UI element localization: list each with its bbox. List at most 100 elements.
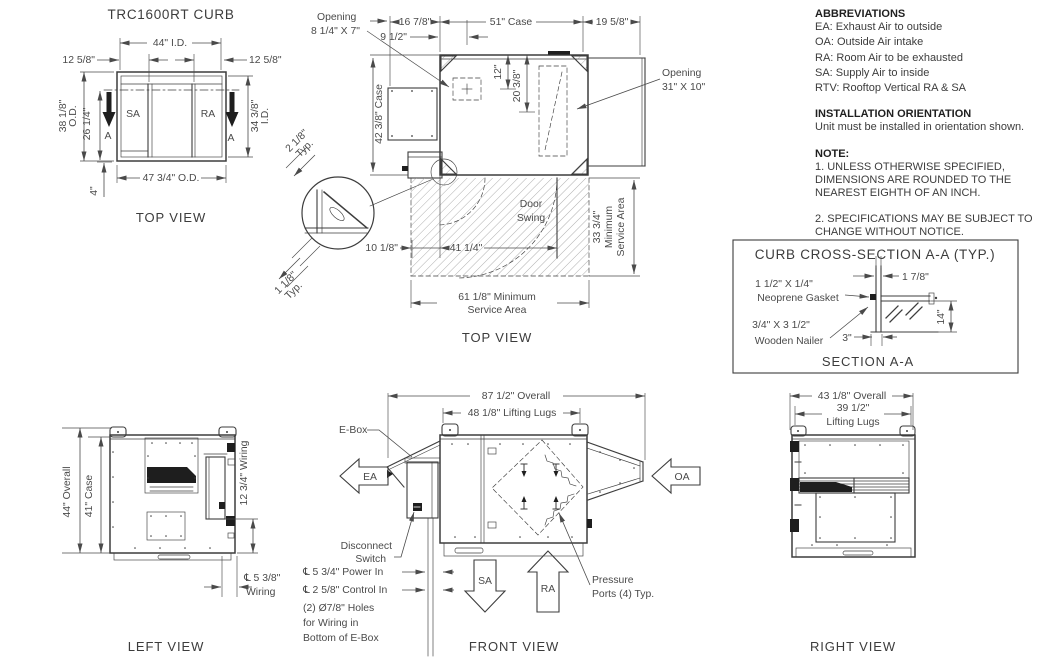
oa-flow-arrow: [651, 457, 701, 495]
opening1-label-line1: Opening: [317, 12, 357, 23]
installation-title: INSTALLATION ORIENTATION: [815, 108, 972, 121]
svc-bottom-line1: 61 1/8" Minimum: [458, 292, 536, 303]
section-detail-box: CURB CROSS-SECTION A-A (TYP.) 1 1/2" X 1…: [732, 239, 1019, 374]
abbr-ra: RA: Room Air to be exhausted: [815, 51, 963, 64]
nailer-label-line1: 3/4" X 3 1/2": [752, 320, 810, 331]
dim-9-12: 9 1/2": [380, 32, 407, 43]
section-box-title: CURB CROSS-SECTION A-A (TYP.): [755, 247, 996, 262]
pressure-label-line1: Pressure: [592, 575, 634, 586]
dim-cl-5-38-line2: Wiring: [246, 587, 276, 598]
dim-41-14: 41 1/4": [450, 243, 483, 254]
note-title: NOTE:: [815, 147, 850, 160]
dim-26-14: 26 1/4": [82, 107, 93, 140]
curb-top-view: TRC1600RT CURB A A SA RA 44" I.D. 12 5/8…: [58, 7, 282, 225]
dim-44-id: 44" I.D.: [153, 38, 187, 49]
left-view-caption: LEFT VIEW: [128, 639, 204, 654]
opening1-label-line2: 8 1/4" X 7": [311, 26, 360, 37]
dim-38-od: 38 1/8": [58, 99, 69, 132]
curb-title: TRC1600RT CURB: [107, 7, 234, 22]
curb-dimensions: [80, 38, 253, 197]
control-in-label: ℄ 2 5/8" Control In: [302, 585, 388, 596]
oa-arrow-label: OA: [674, 472, 689, 483]
dim-12-58-left: 12 5/8": [62, 55, 95, 66]
power-in-label: ℄ 5 3/4" Power In: [302, 567, 383, 578]
abbr-ea: EA: Exhaust Air to outside: [815, 21, 943, 34]
svc-right-line1: 33 3/4": [592, 210, 603, 243]
abbreviations-title: ABBREVIATIONS: [815, 8, 906, 20]
dim-10-18: 10 1/8": [365, 243, 398, 254]
left-view-dimensions: [62, 427, 258, 597]
abbr-oa: OA: Outside Air intake: [815, 36, 924, 49]
unit-top-linework: [301, 51, 646, 279]
installation-body: Unit must be installed in orientation sh…: [815, 121, 1025, 134]
unit-top-caption: TOP VIEW: [462, 330, 532, 345]
dim-16-78: 16 7/8": [399, 17, 432, 28]
left-view: 44" Overall 41" Case 12 3/4" Wiring ℄ 5 …: [62, 426, 281, 654]
front-view: 87 1/2" Overall 48 1/8" Lifting Lugs E-B…: [302, 391, 701, 657]
pressure-port-marks: [520, 463, 560, 510]
dim-12-58-right: 12 5/8": [249, 55, 282, 66]
dim-39-lugs-line2: Lifting Lugs: [826, 417, 879, 428]
note-1: 1. UNLESS OTHERWISE SPECIFIED, DIMENSION…: [815, 160, 1012, 200]
dim-51-case: 51" Case: [490, 17, 533, 28]
section-linework: [870, 265, 939, 333]
dim-20-38: 20 3/8": [512, 69, 523, 102]
opening2-label-line2: 31" X 10": [662, 82, 706, 93]
unit-top-dimensions: [278, 16, 661, 308]
note-2: 2. SPECIFICATIONS MAY BE SUBJECT TO CHAN…: [815, 213, 1033, 239]
notes-panel: ABBREVIATIONS EA: Exhaust Air to outside…: [815, 8, 1055, 242]
left-view-linework: [109, 426, 237, 561]
right-view-caption: RIGHT VIEW: [810, 639, 896, 654]
dim-47-od: 47 3/4" O.D.: [143, 173, 200, 184]
ra-flow-arrow: [526, 550, 570, 613]
ea-flow-arrow: [339, 457, 389, 495]
front-view-linework: [339, 423, 701, 657]
ra-arrow-label: RA: [541, 584, 556, 595]
dim-48-lugs: 48 1/8" Lifting Lugs: [468, 408, 557, 419]
unit-top-view: Opening 8 1/4" X 7" 16 7/8" 51" Case 19 …: [273, 12, 706, 345]
section-caption: SECTION A-A: [822, 354, 914, 369]
dim-1-78: 1 7/8": [902, 272, 929, 283]
door-swing-line1: Door: [520, 199, 543, 210]
section-mark-a-right: A: [228, 133, 235, 144]
curb-linework: [103, 71, 240, 162]
section-dimensions: [829, 256, 957, 346]
right-view-linework: [790, 425, 916, 558]
dim-38-od-suffix: O.D.: [68, 105, 79, 126]
dim-12-34-wiring: 12 3/4" Wiring: [239, 440, 250, 505]
gasket-label-line1: 1 1/2" X 1/4": [755, 279, 813, 290]
dim-19-58: 19 5/8": [596, 17, 629, 28]
sa-duct-label: SA: [126, 109, 140, 120]
sa-flow-arrow: [463, 559, 507, 613]
dim-41-case: 41" Case: [84, 475, 95, 518]
dim-1-18-typ: 1 1/8" Typ.: [273, 270, 305, 302]
holes-label-line2: for Wiring in: [303, 618, 359, 629]
sa-arrow-label: SA: [478, 576, 492, 587]
section-arrow-left: [102, 92, 116, 127]
disconnect-label-line1: Disconnect: [341, 541, 393, 552]
dim-34-id: 34 3/8": [250, 99, 261, 132]
holes-label-line1: (2) Ø7/8" Holes: [303, 603, 374, 614]
dim-cl-5-38-line1: ℄ 5 3/8": [243, 573, 281, 584]
ebox-label: E-Box: [339, 425, 368, 436]
abbr-sa: SA: Supply Air to inside: [815, 66, 930, 79]
svc-bottom-line2: Service Area: [468, 305, 527, 316]
section-mark-a-left: A: [105, 131, 112, 142]
dim-87-overall: 87 1/2" Overall: [482, 391, 550, 402]
section-arrow-right: [225, 92, 239, 127]
dim-4in: 4": [89, 186, 100, 196]
svc-right-line3: Service Area: [616, 197, 627, 256]
opening2-label-line1: Opening: [662, 68, 702, 79]
abbr-rtv: RTV: Rooftop Vertical RA & SA: [815, 81, 967, 94]
dim-34-id-suffix: I.D.: [260, 108, 271, 124]
dim-39-lugs-line1: 39 1/2": [837, 403, 870, 414]
front-view-dimensions: [367, 393, 646, 593]
right-view-dimensions: [789, 393, 914, 430]
right-view: 43 1/8" Overall 39 1/2" Lifting Lugs RIG…: [789, 391, 916, 654]
front-view-caption: FRONT VIEW: [469, 639, 559, 654]
disconnect-label-line2: Switch: [355, 554, 386, 565]
dim-44-overall: 44" Overall: [62, 466, 73, 517]
svc-right-line2: Minimum: [604, 206, 615, 248]
